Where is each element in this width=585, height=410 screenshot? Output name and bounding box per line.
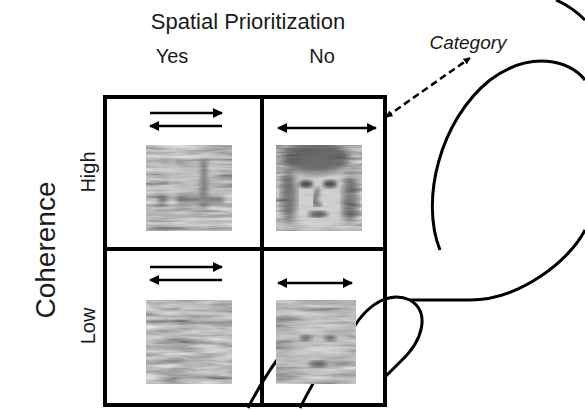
category-pointer <box>386 58 470 117</box>
stimulus-images <box>146 142 362 384</box>
grid-frame <box>105 97 385 405</box>
axis-title: Spatial Prioritization <box>151 11 345 33</box>
row-label: Low <box>78 308 98 345</box>
axis-title: Coherence <box>32 182 60 319</box>
callout-label: Category <box>429 33 506 52</box>
column-label: No <box>309 46 335 66</box>
column-label: Yes <box>156 46 189 66</box>
cell-arrows <box>150 113 376 283</box>
row-label: High <box>78 151 98 192</box>
watermark-outline <box>248 0 585 408</box>
